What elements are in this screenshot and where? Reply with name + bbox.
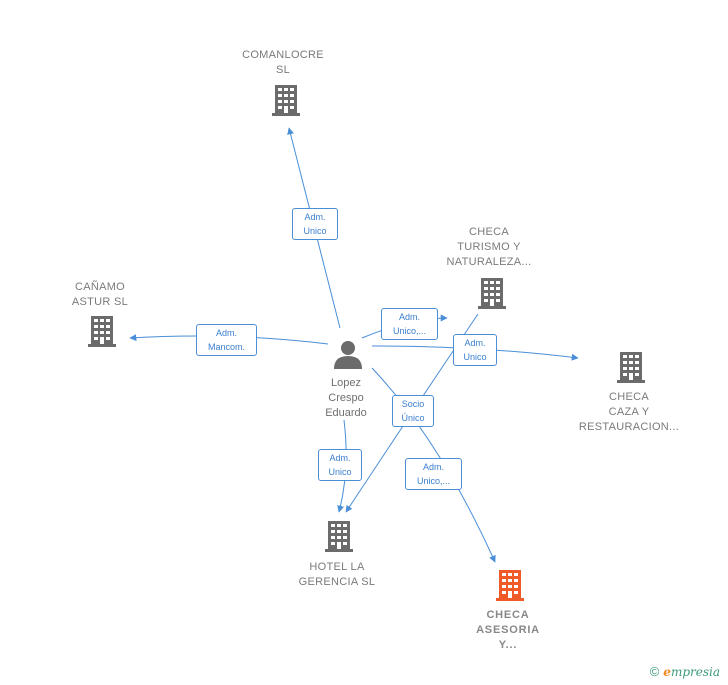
person-label[interactable]: Lopez Crespo Eduardo [305, 376, 387, 421]
edge-label-comanlocre[interactable]: Adm. Unico [292, 208, 338, 240]
edge-label-line: Unico,... [392, 326, 426, 336]
label-line: ASTUR SL [71, 296, 129, 308]
edge-label-line: Adm. [422, 462, 444, 472]
label-line: CHECA [608, 391, 649, 403]
edge-label-asesoria[interactable]: Adm. Unico,... [405, 458, 462, 490]
edge-label-line: Unico [328, 467, 352, 477]
label-line: SL [275, 64, 291, 76]
label-line: CAÑAMO [74, 281, 126, 293]
edge-label-line: Unico [463, 352, 487, 362]
label-line: NATURALEZA... [446, 256, 532, 268]
building-icon-canamo[interactable] [88, 316, 116, 347]
label-line: Y... [498, 639, 518, 651]
company-label-asesoria[interactable]: CHECA ASESORIA Y... [458, 608, 558, 653]
edge-label-caza[interactable]: Adm. Unico [453, 334, 497, 366]
edge-label-hotel[interactable]: Adm. Unico [318, 449, 362, 481]
label-line: CAZA Y [608, 406, 650, 418]
copyright-icon: © [649, 664, 660, 679]
edge-label-line: Único [401, 413, 425, 423]
edge-label-line: Unico,... [416, 476, 450, 486]
edge-label-socio[interactable]: Socio Único [392, 395, 434, 427]
empresia-brand[interactable]: ©empresia [650, 664, 720, 679]
edge-label-line: Adm. [464, 338, 486, 348]
company-label-hotel[interactable]: HOTEL LA GERENCIA SL [287, 560, 387, 590]
label-line: GERENCIA SL [298, 576, 376, 588]
label-line: CHECA [486, 609, 530, 621]
edge-label-line: Socio [401, 399, 425, 409]
person-icon[interactable] [334, 341, 362, 369]
edge-label-line: Adm. [329, 453, 351, 463]
edge-label-line: Unico [303, 226, 327, 236]
edge-label-line: Adm. [398, 312, 420, 322]
label-line: TURISMO Y [457, 241, 521, 253]
label-line: ASESORIA [476, 624, 540, 636]
edge-label-line: Adm. [215, 328, 237, 338]
brand-initial: e [663, 665, 671, 679]
label-line: RESTAURACION... [578, 421, 680, 433]
company-label-comanlocre[interactable]: COMANLOCRE SL [233, 48, 333, 78]
building-icon-caza[interactable] [617, 352, 645, 383]
label-line: COMANLOCRE [242, 49, 324, 61]
building-icon-turismo[interactable] [478, 278, 506, 309]
edge-label-canamo[interactable]: Adm. Mancom. [196, 324, 257, 356]
label-line: HOTEL LA [309, 561, 365, 573]
edge-label-line: Adm. [304, 212, 326, 222]
building-icon-hotel[interactable] [325, 521, 353, 552]
company-label-caza[interactable]: CHECA CAZA Y RESTAURACION... [569, 390, 689, 435]
building-icon-comanlocre[interactable] [272, 85, 300, 116]
company-label-canamo[interactable]: CAÑAMO ASTUR SL [50, 280, 150, 310]
person-name-line: Lopez [331, 377, 361, 389]
company-label-turismo[interactable]: CHECA TURISMO Y NATURALEZA... [434, 225, 544, 270]
person-name-line: Eduardo [325, 407, 367, 419]
brand-name: mpresia [670, 665, 720, 679]
building-icon-asesoria[interactable] [496, 570, 524, 601]
edge-label-line: Mancom. [207, 342, 245, 352]
label-line: CHECA [468, 226, 509, 238]
edge-line-asesoria [371, 367, 496, 563]
edge-label-turismo[interactable]: Adm. Unico,... [381, 308, 438, 340]
person-name-line: Crespo [328, 392, 364, 404]
